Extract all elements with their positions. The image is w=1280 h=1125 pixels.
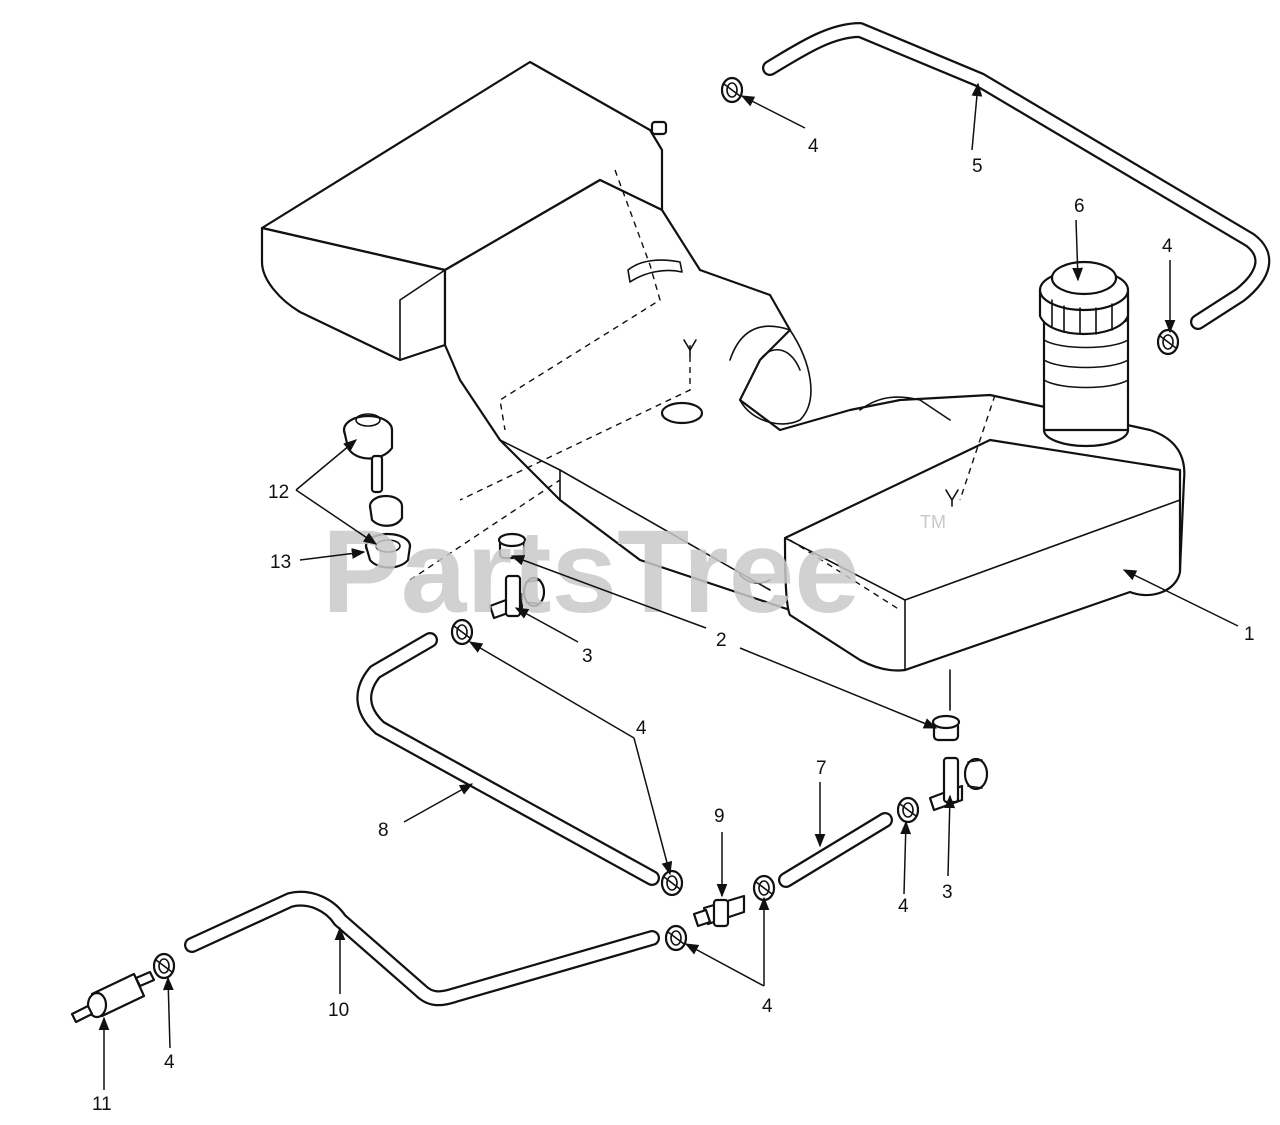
bushing-left xyxy=(497,532,527,560)
callout-3: 3 xyxy=(582,646,593,667)
hose-clamps xyxy=(152,76,1180,980)
bushing-right xyxy=(931,714,961,742)
callout-3: 3 xyxy=(942,882,953,903)
watermark-text: PartsTree xyxy=(322,506,860,638)
hose-7 xyxy=(778,812,893,888)
callout-4: 4 xyxy=(898,896,909,917)
callout-4: 4 xyxy=(1162,236,1173,257)
shutoff-valve-right xyxy=(928,756,989,812)
callout-5: 5 xyxy=(972,156,983,177)
callout-2: 2 xyxy=(716,630,727,651)
callout-10: 10 xyxy=(328,1000,349,1021)
callout-4: 4 xyxy=(762,996,773,1017)
callout-13: 13 xyxy=(270,552,291,573)
fuel-tank xyxy=(260,60,1186,711)
callout-8: 8 xyxy=(378,820,389,841)
callout-7: 7 xyxy=(816,758,827,779)
callout-12: 12 xyxy=(268,482,289,503)
hose-10 xyxy=(184,890,660,1007)
watermark-trademark: TM xyxy=(920,512,946,532)
callout-labels: 1 2 3 3 4 4 4 4 4 4 4 5 6 7 8 9 10 11 12… xyxy=(92,136,1255,1115)
tee-fitting xyxy=(692,894,746,928)
fuel-cap xyxy=(1038,260,1130,335)
callout-4: 4 xyxy=(636,718,647,739)
callout-6: 6 xyxy=(1074,196,1085,217)
hose-8 xyxy=(356,632,660,886)
leader-lines xyxy=(98,82,1239,1090)
callout-1: 1 xyxy=(1244,624,1255,645)
callout-9: 9 xyxy=(714,806,725,827)
hose-5 xyxy=(762,22,1271,330)
callout-4: 4 xyxy=(164,1052,175,1073)
fuel-filter xyxy=(70,970,156,1024)
watermark: PartsTree TM xyxy=(322,506,946,638)
callout-11: 11 xyxy=(92,1094,112,1115)
callout-4: 4 xyxy=(808,136,819,157)
